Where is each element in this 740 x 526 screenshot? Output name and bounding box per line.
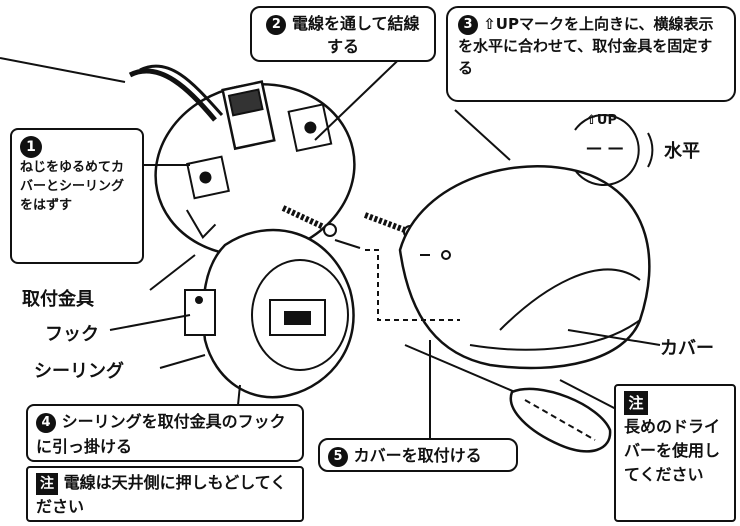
leader-ring bbox=[159, 354, 206, 369]
wire-note-text: 電線は天井側に押しもどしてください bbox=[36, 473, 287, 516]
wire-note: 注 電線は天井側に押しもどしてください bbox=[26, 466, 304, 522]
wire-cable bbox=[128, 68, 217, 122]
leader-step4 bbox=[237, 384, 241, 406]
leader-step3 bbox=[454, 109, 511, 161]
inset-up-mark: ⇧UP bbox=[586, 113, 617, 128]
step4-badge: 4 bbox=[36, 412, 56, 433]
inset-circle-arc bbox=[574, 114, 640, 186]
step3-callout: 3 ⇧UPマークを上向きに、横線表示を水平に合わせて、取付金具を固定する bbox=[446, 6, 736, 102]
step1-badge: 1 bbox=[20, 136, 42, 158]
label-mounting-bracket: 取付金具 bbox=[22, 289, 94, 310]
step2-text: 電線を通して結線する bbox=[292, 14, 420, 56]
driver-note-mark: 注 bbox=[624, 390, 648, 415]
leader-bracket bbox=[149, 254, 196, 291]
wire-note-mark: 注 bbox=[36, 472, 58, 495]
screwdriver-drawing bbox=[404, 344, 612, 453]
step5-text: カバーを取付ける bbox=[353, 446, 482, 465]
ceiling-ring-drawing bbox=[184, 228, 355, 399]
step1-callout: 1 ねじをゆるめてカバーとシーリングをはずす bbox=[10, 128, 144, 264]
step2-callout: 2 電線を通して結線する bbox=[250, 6, 436, 62]
ceiling-leader-line bbox=[0, 57, 126, 83]
step4-text: シーリングを取付金具のフックに引っ掛ける bbox=[36, 412, 286, 456]
step5-callout: 5 カバーを取付ける bbox=[318, 438, 518, 472]
driver-note: 注 長めのドライバーを使用してください bbox=[614, 384, 736, 522]
label-cover: カバー bbox=[660, 338, 714, 359]
leader-hook bbox=[109, 314, 191, 331]
step3-text: ⇧UPマークを上向きに、横線表示を水平に合わせて、取付金具を固定する bbox=[458, 15, 714, 77]
step2-badge: 2 bbox=[266, 14, 287, 35]
step4-callout: 4 シーリングを取付金具のフックに引っ掛ける bbox=[26, 404, 304, 462]
wire-cable bbox=[139, 64, 224, 117]
driver-note-text: 長めのドライバーを使用してください bbox=[624, 416, 721, 484]
leader-driver bbox=[559, 379, 619, 411]
mounting-bracket-drawing bbox=[154, 80, 356, 257]
cover-drawing bbox=[398, 165, 651, 370]
label-ceiling-ring: シーリング bbox=[34, 361, 124, 382]
inset-dashes: — — bbox=[586, 138, 624, 157]
step1-text: ねじをゆるめてカバーとシーリングをはずす bbox=[20, 160, 125, 213]
screw-left bbox=[281, 205, 337, 237]
label-hook: フック bbox=[45, 324, 99, 345]
inset-horizontal-label: 水平 bbox=[664, 141, 700, 162]
step5-badge: 5 bbox=[328, 446, 348, 467]
step3-badge: 3 bbox=[458, 14, 478, 35]
leader-cover bbox=[567, 329, 661, 346]
